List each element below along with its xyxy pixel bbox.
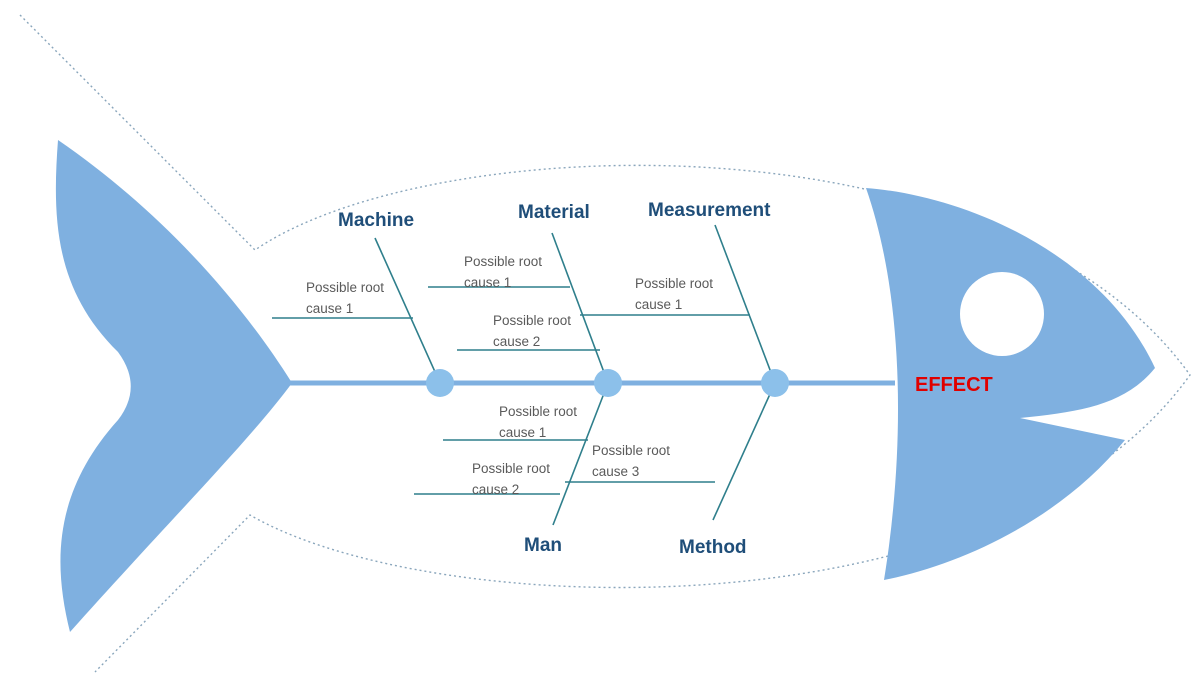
category-machine: Machine [338,210,414,231]
category-method: Method [679,537,747,558]
fish-eye [960,272,1044,356]
node-measurement [761,369,789,397]
cause-method-c3: Possible root cause 3 [592,443,674,479]
cause-material-c2: Possible root cause 2 [493,313,575,349]
node-material [594,369,622,397]
bone-measurement [714,224,776,384]
fish-head [866,188,1155,580]
bone-material [551,232,609,384]
bone-man [552,382,609,526]
cause-measurement-c1: Possible root cause 1 [635,276,717,312]
bone-method [712,382,776,521]
category-man: Man [524,535,562,556]
category-measurement: Measurement [648,200,771,221]
cause-machine-c1: Possible root cause 1 [306,280,388,316]
bone-machine [374,237,441,384]
cause-man-c2: Possible root cause 2 [472,461,554,497]
effect-label: EFFECT [915,374,993,396]
cause-material-c1: Possible root cause 1 [464,254,546,290]
fish-tail [55,140,292,632]
category-material: Material [518,202,590,223]
node-machine [426,369,454,397]
fish-body-outline [19,14,1191,673]
cause-man-c1: Possible root cause 1 [499,404,581,440]
